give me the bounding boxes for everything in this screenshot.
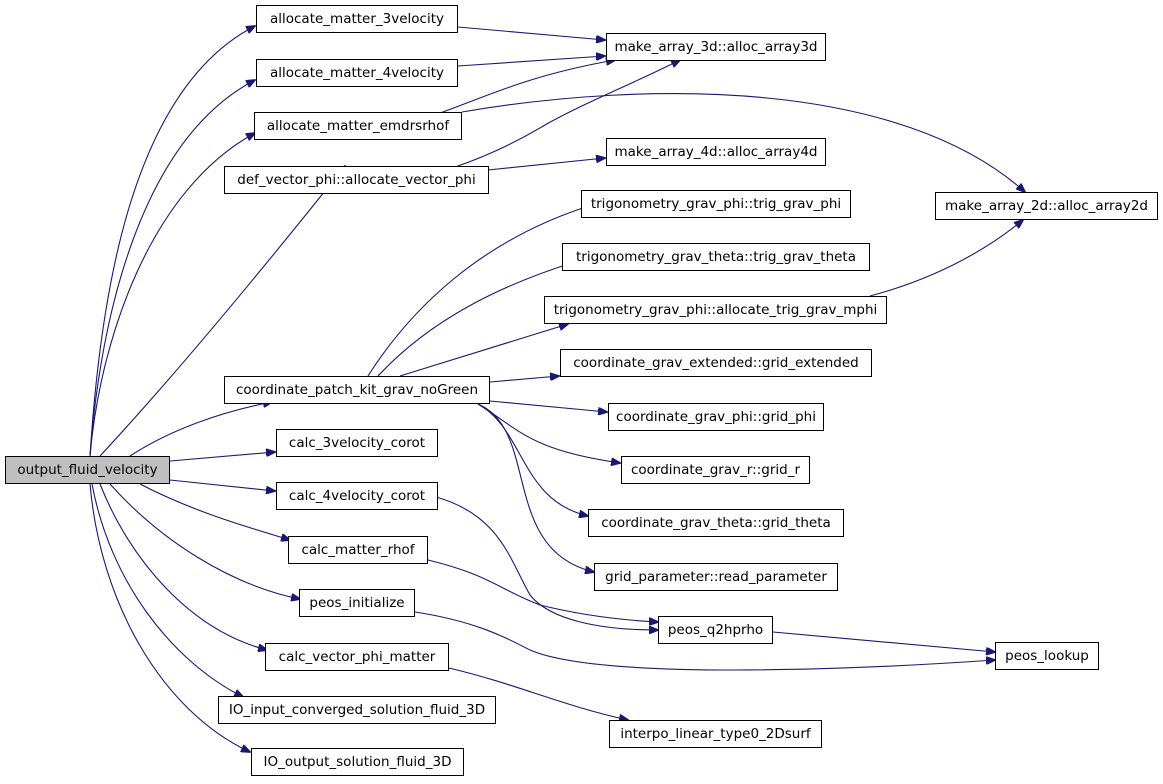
node-grid-phi[interactable]: coordinate_grav_phi::grid_phi (608, 403, 824, 431)
node-peos-lookup[interactable]: peos_lookup (995, 642, 1099, 670)
node-def-vector-phi-allocate-vector-phi[interactable]: def_vector_phi::allocate_vector_phi (224, 166, 489, 194)
node-io-output-solution-fluid-3d[interactable]: IO_output_solution_fluid_3D (251, 748, 464, 776)
node-grid-r[interactable]: coordinate_grav_r::grid_r (621, 456, 810, 484)
edge-cpk-gph (489, 400, 607, 412)
node-calc-4velocity-corot[interactable]: calc_4velocity_corot (276, 482, 438, 510)
node-make-array-2d-alloc-array2d[interactable]: make_array_2d::alloc_array2d (935, 192, 1158, 220)
node-trig-grav-theta[interactable]: trigonometry_grav_theta::trig_grav_theta (562, 243, 870, 271)
edge-pin-plk (414, 611, 995, 671)
node-io-input-converged-solution-fluid-3d[interactable]: IO_input_converged_solution_fluid_3D (218, 696, 496, 724)
node-grid-theta[interactable]: coordinate_grav_theta::grid_theta (588, 509, 844, 537)
node-allocate-matter-3velocity[interactable]: allocate_matter_3velocity (256, 5, 458, 33)
edge-root-pin (109, 483, 300, 599)
node-allocate-trig-grav-mphi[interactable]: trigonometry_grav_phi::allocate_trig_gra… (544, 296, 887, 324)
node-interpo-linear-type0-2dsurf[interactable]: interpo_linear_type0_2Dsurf (609, 720, 822, 748)
node-calc-matter-rhof[interactable]: calc_matter_rhof (288, 536, 428, 564)
node-output-fluid-velocity: output_fluid_velocity (5, 456, 170, 484)
edge-aem-m2d (461, 93, 1025, 192)
edge-cpk-atm (399, 324, 568, 377)
edge-root-iin (91, 483, 243, 697)
edge-avp-m4d (487, 158, 605, 171)
edge-cpk-tgp (367, 205, 592, 377)
edge-cpk-tgt (377, 261, 578, 377)
edge-cpk-gex (489, 376, 559, 383)
node-calc-3velocity-corot[interactable]: calc_3velocity_corot (276, 429, 438, 457)
edge-root-cmr (139, 483, 290, 540)
node-coordinate-patch-kit-grav-nogreen[interactable]: coordinate_patch_kit_grav_noGreen (224, 376, 490, 404)
edge-root-c4v (169, 479, 275, 491)
edge-root-a3v (89, 26, 255, 457)
edge-avp-m3d (454, 60, 680, 168)
edge-a3v-m3d (457, 26, 605, 40)
edge-root-avp (99, 166, 345, 457)
edge-cpk-rpm (477, 403, 594, 572)
edge-pq2-plk (772, 631, 995, 652)
edge-root-aem (89, 133, 255, 457)
node-make-array-4d-alloc-array4d[interactable]: make_array_4d::alloc_array4d (606, 138, 826, 166)
edge-aem-m3d (439, 60, 615, 114)
node-allocate-matter-4velocity[interactable]: allocate_matter_4velocity (256, 59, 458, 87)
edge-atm-m2d (869, 220, 1023, 297)
node-peos-q2hprho[interactable]: peos_q2hprho (658, 616, 773, 644)
edge-root-cpk (129, 402, 272, 457)
node-read-parameter[interactable]: grid_parameter::read_parameter (594, 563, 838, 591)
edge-cpk-gth (477, 403, 588, 516)
node-peos-initialize[interactable]: peos_initialize (299, 589, 415, 617)
edge-cmr-pq2 (427, 559, 658, 622)
node-calc-vector-phi-matter[interactable]: calc_vector_phi_matter (265, 643, 449, 671)
edge-root-c3v (169, 452, 275, 462)
edge-root-a4v (89, 80, 255, 457)
edge-cpk-grr (477, 403, 620, 463)
edge-root-cvp (99, 483, 267, 650)
node-trig-grav-phi[interactable]: trigonometry_grav_phi::trig_grav_phi (581, 190, 851, 218)
edge-cvp-ilt (448, 667, 628, 720)
edge-root-iou (89, 483, 250, 752)
edge-a4v-m3d (457, 56, 605, 67)
node-make-array-3d-alloc-array3d[interactable]: make_array_3d::alloc_array3d (606, 33, 826, 61)
node-allocate-matter-emdrsrhof[interactable]: allocate_matter_emdrsrhof (254, 112, 462, 140)
node-grid-extended[interactable]: coordinate_grav_extended::grid_extended (560, 349, 872, 377)
edge-c4v-pq2 (435, 496, 658, 630)
